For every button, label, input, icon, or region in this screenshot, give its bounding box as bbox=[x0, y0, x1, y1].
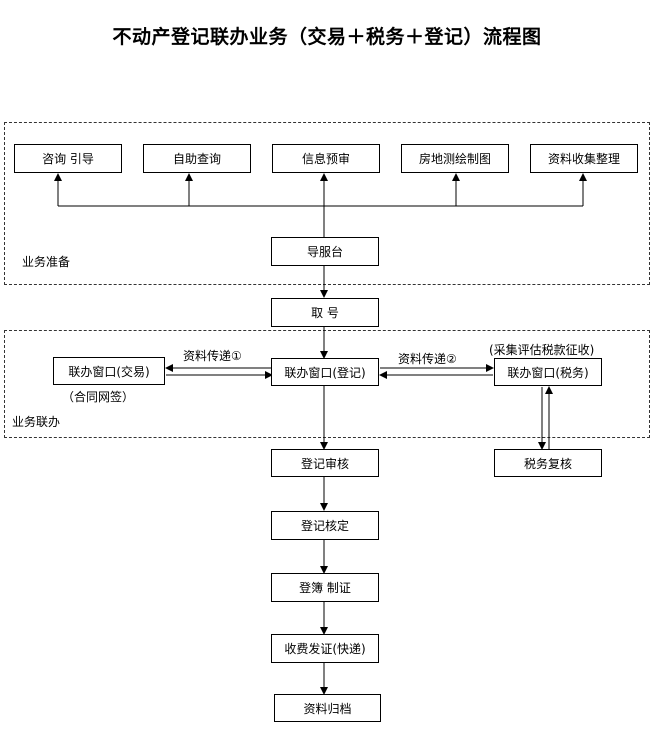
page-title: 不动产登记联办业务（交易＋税务＋登记）流程图 bbox=[112, 26, 542, 48]
info-precheck-box: 信息预审 bbox=[272, 144, 380, 173]
fee-issue-box: 收费发证(快递) bbox=[271, 634, 379, 663]
consult-guide-box: 咨询 引导 bbox=[14, 144, 122, 173]
business-prep-label: 业务准备 bbox=[22, 255, 71, 269]
survey-mapping-box: 房地测绘制图 bbox=[401, 144, 509, 173]
take-number-box: 取 号 bbox=[271, 298, 379, 327]
joint-business-region bbox=[4, 330, 650, 438]
joint-business-label: 业务联办 bbox=[12, 415, 61, 429]
window-trade-note: （合同网签） bbox=[62, 390, 135, 404]
window-register-box: 联办窗口(登记) bbox=[271, 358, 379, 386]
register-review-box: 登记审核 bbox=[271, 449, 379, 477]
self-query-box: 自助查询 bbox=[143, 144, 251, 173]
archive-box: 资料归档 bbox=[274, 694, 381, 722]
tax-review-box: 税务复核 bbox=[494, 449, 602, 477]
transfer-1-label: 资料传递① bbox=[183, 349, 242, 363]
register-approve-box: 登记核定 bbox=[271, 511, 379, 540]
business-prep-region bbox=[4, 122, 650, 285]
window-tax-box: 联办窗口(税务) bbox=[494, 358, 602, 386]
guide-desk-box: 导服台 bbox=[271, 237, 379, 266]
document-collect-box: 资料收集整理 bbox=[530, 144, 638, 173]
record-certify-box: 登簿 制证 bbox=[271, 573, 379, 602]
transfer-2-label: 资料传递② bbox=[398, 352, 457, 366]
window-tax-note: (采集评估税款征收) bbox=[489, 343, 595, 357]
window-trade-box: 联办窗口(交易) bbox=[53, 357, 165, 385]
